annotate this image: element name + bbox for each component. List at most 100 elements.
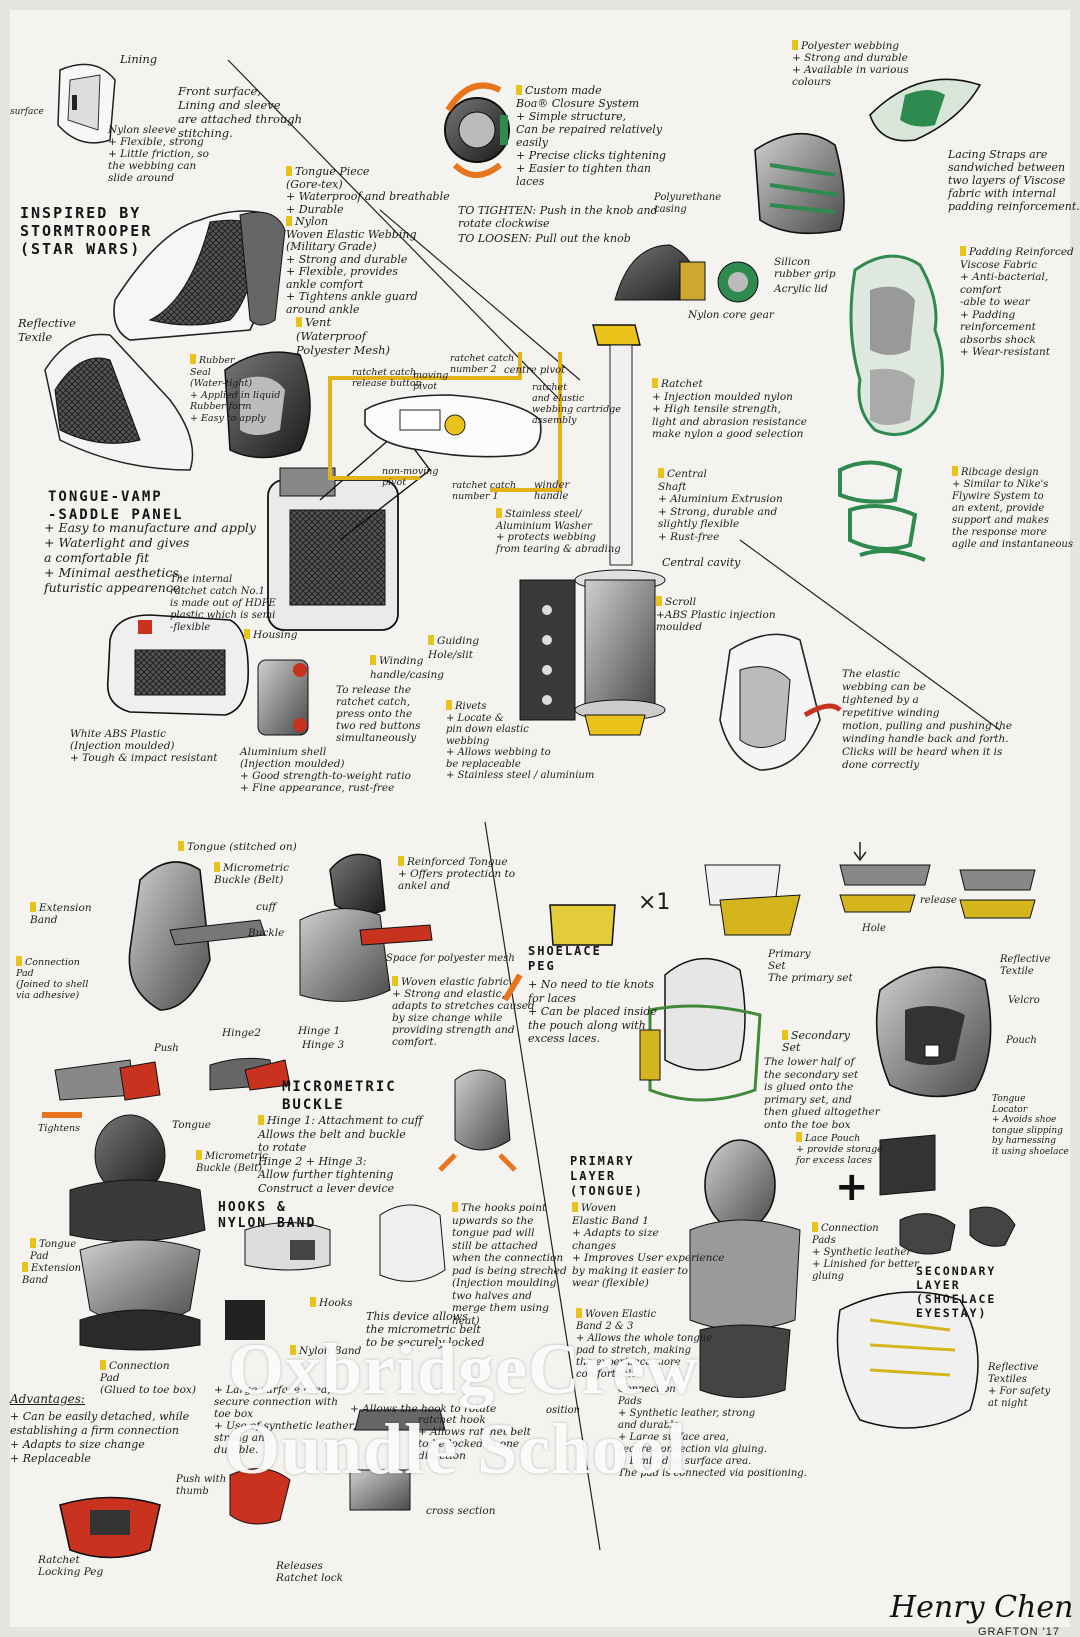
label-vent: Vent (Waterproof Polyester Mesh) bbox=[296, 315, 391, 357]
label-winding-handle: Winding handle/casing bbox=[370, 655, 444, 681]
label-tongue-locator: Tongue Locator + Avoids shoe tongue slip… bbox=[992, 1094, 1069, 1157]
label-advantages: + Can be easily detached, while establis… bbox=[10, 1410, 190, 1465]
label-secure-conn: + Large surface area, secure connection … bbox=[214, 1384, 356, 1456]
label-extension-band: Extension Band bbox=[30, 902, 92, 926]
label-hinge-desc: Hinge 1: Attachment to cuff Allows the b… bbox=[258, 1114, 423, 1195]
label-winder: winder handle bbox=[534, 480, 570, 502]
housing-sketch bbox=[106, 614, 249, 716]
label-connection-pads: Connection Pads + Synthetic leather + Li… bbox=[812, 1223, 919, 1282]
label-ribcage: Ribcage design + Similar to Nike's Flywi… bbox=[952, 467, 1073, 550]
ribcage-sketch bbox=[838, 460, 926, 562]
label-connection-pad-2: Connection Pad (Glued to toe box) bbox=[100, 1360, 196, 1396]
reinforced-tongue-sketch bbox=[299, 853, 433, 1002]
label-ratchet-release: ratchet catch release button bbox=[352, 367, 422, 389]
primary-set-sketch bbox=[639, 958, 762, 1102]
tongue-piece-sketch bbox=[113, 210, 286, 341]
watermark-line-1: OxbridgeCrew bbox=[228, 1329, 699, 1409]
label-aluminium-shell: Aluminium shell (Injection moulded) + Go… bbox=[240, 746, 411, 794]
label-lacing-straps: Lacing Straps are sandwiched between two… bbox=[948, 148, 1080, 213]
buckle-parts-sketch bbox=[42, 1057, 291, 1118]
label-front-surface: Front surface, Lining and sleeve are att… bbox=[178, 84, 303, 140]
ratchet-catch-sketch bbox=[364, 394, 542, 458]
label-boa: Custom made Boa® Closure System + Simple… bbox=[516, 84, 667, 188]
label-hole: Hole bbox=[862, 923, 886, 934]
polyester-webbing-sketch bbox=[869, 78, 982, 142]
label-hinge1: Hinge 1 bbox=[298, 1025, 341, 1037]
label-cross-section: cross section bbox=[426, 1505, 496, 1517]
label-release: release bbox=[920, 895, 957, 906]
label-polyurethane: Polyurethane casing bbox=[654, 192, 722, 215]
label-central-shaft: Central Shaft + Aluminium Extrusion + St… bbox=[658, 468, 783, 543]
label-peg-points: + No need to tie knots for laces + Can b… bbox=[528, 978, 657, 1045]
label-catch2: ratchet catch number 2 bbox=[450, 353, 515, 375]
label-nylon-sleeve: Nylon sleeve + Flexible, strong + Little… bbox=[108, 124, 210, 184]
label-acrylic: Acrylic lid bbox=[774, 283, 828, 295]
label-surface: surface bbox=[10, 107, 44, 117]
label-ratchet-peg: Ratchet Locking Peg bbox=[38, 1554, 104, 1578]
sleeve-sketch bbox=[57, 63, 116, 144]
label-elastic-webbing: The elastic webbing can be tightened by … bbox=[842, 668, 1013, 771]
label-housing: Housing bbox=[244, 628, 297, 642]
label-scroll: Scroll +ABS Plastic injection moulded bbox=[656, 596, 776, 633]
label-ratchet-hook: ratchet hook + Allows ratchet belt to be… bbox=[418, 1414, 531, 1462]
label-device-allows: This device allows the micrometric belt … bbox=[366, 1310, 485, 1349]
label-lower-half: The lower half of the secondary set is g… bbox=[764, 1056, 880, 1131]
label-velcro: Velcro bbox=[1008, 995, 1040, 1006]
shell-sketch bbox=[257, 659, 309, 736]
label-internal-catch: The internal ratchet catch No.1 is made … bbox=[170, 574, 276, 633]
label-ratchet-elastic: ratchet and elastic webbing cartridge as… bbox=[532, 382, 621, 426]
title-inspired: INSPIRED BY STORMTROOPER (STAR WARS) bbox=[20, 204, 153, 258]
signature: Henry Chen bbox=[890, 1590, 1074, 1625]
label-nylon-webbing: Nylon Woven Elastic Webbing (Military Gr… bbox=[286, 215, 418, 316]
reflective-sketch bbox=[44, 333, 194, 471]
title-secondary-layer: SECONDARY LAYER (SHOELACE EYESTAY) bbox=[916, 1264, 997, 1320]
label-rivets: Rivets + Locate & pin down elastic webbi… bbox=[446, 701, 595, 781]
hook-diagram-sketch bbox=[379, 973, 523, 1282]
label-connection-pad: Connection Pad (Joined to shell via adhe… bbox=[16, 957, 89, 1001]
label-position: osition bbox=[546, 1405, 581, 1416]
label-rubber-seal: Rubber Seal (Water-tight) + Applied in l… bbox=[190, 355, 281, 424]
label-connection-pads-b: Connection Pads + Synthetic leather, str… bbox=[618, 1384, 807, 1479]
label-micrometric-belt: Micrometric Buckle (Belt) bbox=[196, 1151, 268, 1174]
label-cuff: cuff bbox=[256, 901, 277, 913]
title-shoelace-peg: SHOELACE PEG bbox=[528, 944, 602, 973]
shoelace-peg-sketch bbox=[549, 842, 1036, 946]
eyestay-sketch bbox=[836, 1291, 979, 1429]
label-woven-elastic: Woven elastic fabric + Strong and elasti… bbox=[392, 976, 535, 1048]
title-primary-layer: PRIMARY LAYER (TONGUE) bbox=[570, 1154, 644, 1198]
label-secondary-set: Secondary Set bbox=[782, 1029, 850, 1054]
label-nylon-core: Nylon core gear bbox=[688, 309, 774, 321]
label-reflective-textile-b: Reflective Textile bbox=[1000, 954, 1051, 977]
label-space-mesh: Space for polyester mesh bbox=[386, 953, 515, 964]
label-lace-pouch: Lace Pouch + provide storage for excess … bbox=[796, 1133, 883, 1166]
boa-dial-sketch bbox=[444, 82, 510, 178]
reflective-tongue-sketch bbox=[875, 966, 992, 1098]
label-reflective-textiles: Reflective Textiles + For safety at nigh… bbox=[988, 1362, 1051, 1409]
tongue-pad-sketch bbox=[69, 1114, 206, 1351]
label-push-thumb: Push with thumb bbox=[176, 1474, 227, 1497]
label-push: Push bbox=[154, 1043, 179, 1054]
label-polyester: Polyester webbing + Strong and durable +… bbox=[792, 40, 909, 88]
label-tongue-stitched: Tongue (stitched on) bbox=[178, 840, 297, 854]
label-allows-hook: + Allows the hook to rotate bbox=[350, 1403, 497, 1415]
label-extension-band-2: Extension Band bbox=[22, 1263, 82, 1286]
label-catch1: ratchet catch number 1 bbox=[452, 480, 517, 502]
lacing-shoe-sketch bbox=[754, 132, 845, 235]
label-primary-set: Primary Set The primary set bbox=[768, 948, 853, 984]
label-hooks-point: The hooks point upwards so the tongue pa… bbox=[452, 1202, 567, 1327]
label-woven-band-1: Woven Elastic Band 1 + Adapts to size ch… bbox=[572, 1202, 725, 1289]
watermark-line-2: Oundle School bbox=[224, 1409, 688, 1489]
label-hinge3: Hinge 3 bbox=[302, 1039, 345, 1051]
hooks-nylon-sketch bbox=[225, 1222, 331, 1340]
label-stainless: Stainless steel/ Aluminium Washer + prot… bbox=[496, 509, 621, 555]
label-centre-pivot: centre pivot bbox=[504, 365, 566, 376]
house-year: GRAFTON '17 bbox=[978, 1626, 1060, 1637]
title-hooks-nylon: HOOKS & NYLON BAND bbox=[218, 1200, 317, 1231]
label-ratchet: Ratchet + Injection moulded nylon + High… bbox=[652, 378, 807, 440]
label-tongue: Tongue bbox=[172, 1119, 211, 1131]
label-release: To release the ratchet catch, press onto… bbox=[336, 684, 421, 744]
svg-text:+: + bbox=[835, 1164, 869, 1210]
label-lining: Lining bbox=[120, 52, 158, 66]
